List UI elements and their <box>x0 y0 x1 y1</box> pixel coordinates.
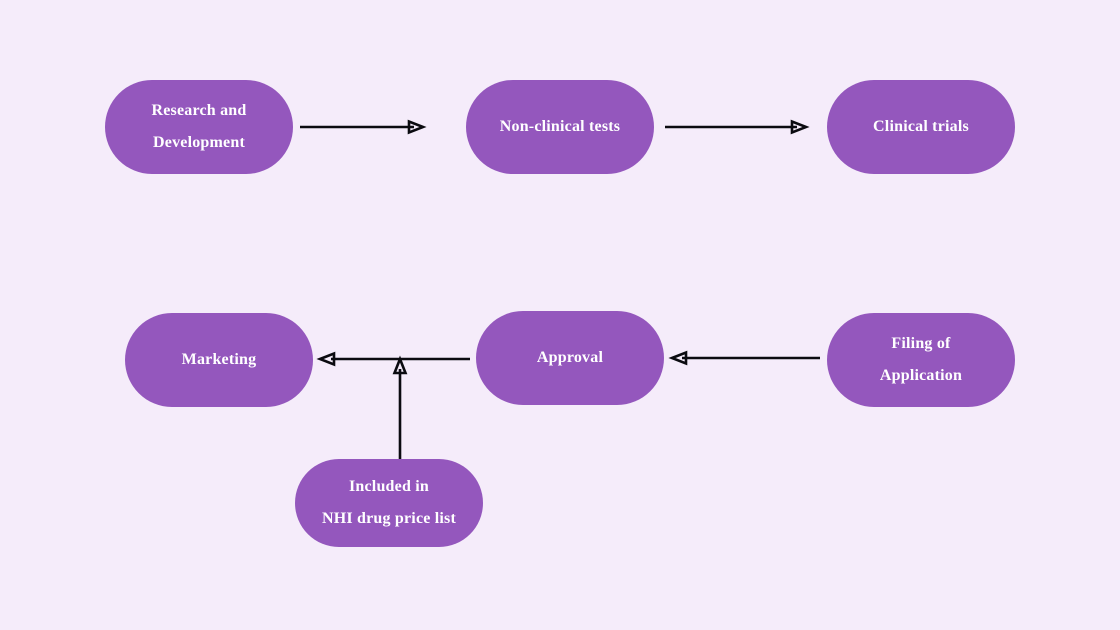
node-filing-of-application[interactable]: Filing of Application <box>827 313 1015 407</box>
node-marketing[interactable]: Marketing <box>125 313 313 407</box>
node-clinical-trials[interactable]: Clinical trials <box>827 80 1015 174</box>
edge-filing-to-approval <box>668 350 820 366</box>
node-included-in-nhi-drug-price-list[interactable]: Included in NHI drug price list <box>295 459 483 547</box>
edge-nhi-to-marketing <box>392 355 408 460</box>
node-approval[interactable]: Approval <box>476 311 664 405</box>
node-research-and-development[interactable]: Research and Development <box>105 80 293 174</box>
edge-rnd-to-nonclinical <box>300 119 427 135</box>
edge-approval-to-marketing <box>316 351 470 367</box>
node-non-clinical-tests[interactable]: Non-clinical tests <box>466 80 654 174</box>
edge-nonclinical-to-clinical <box>665 119 810 135</box>
